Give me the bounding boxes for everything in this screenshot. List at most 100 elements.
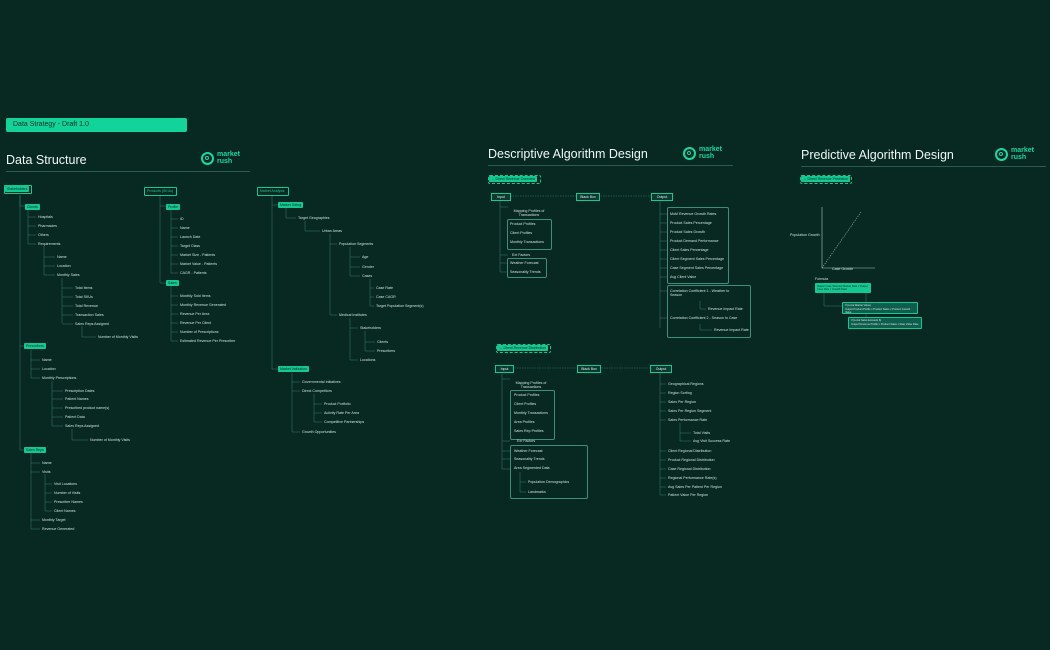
flow-node: MoM Revenue Growth Rates	[670, 212, 717, 216]
tree-node: Transaction Sales	[75, 313, 104, 317]
tree-node: Monthly Sales	[57, 273, 80, 277]
flow-node: Case Regional Distribution	[668, 467, 711, 471]
flow-node: Product Sales Percentage	[670, 221, 712, 225]
flow-node: Product Profiles	[510, 222, 536, 226]
tree-node: Medical Institutes	[339, 313, 367, 317]
flow-node: Avg Sales Per Patient Per Region	[668, 485, 722, 489]
input-group	[507, 258, 547, 278]
black-box-block[interactable]: Black Box	[577, 365, 601, 373]
tree-node: CAGR - Patients	[180, 271, 207, 275]
descriptive-divider	[488, 165, 733, 166]
tree-node: Prescribed product name(s)	[65, 406, 110, 410]
tree-node: Governmental Initiatives	[302, 380, 341, 384]
logo-word-2: rush	[699, 153, 715, 160]
flow-node: Avg Visit Success Rate	[693, 439, 731, 443]
flow-node: Monthly Transactions	[510, 240, 544, 244]
condition-text: Output Product Profile x Product Sales x…	[845, 308, 911, 314]
data-structure-divider	[6, 171, 250, 172]
market-rush-logo: market rush	[683, 146, 722, 160]
prescribers-node[interactable]: Prescribers	[24, 343, 46, 349]
logo-word-1: market	[217, 151, 240, 158]
output-block[interactable]: Output	[650, 365, 672, 373]
market-selection	[257, 187, 289, 196]
tree-node: Prescribers	[377, 349, 396, 353]
flow-node: Weather Forecast	[514, 449, 543, 453]
tree-node: Monthly Prescriptions	[42, 376, 77, 380]
revenue-overview-tag[interactable]: → Direct Revenue Overview	[489, 176, 538, 182]
condition-text: Output Revenue Profile x Product Sales x…	[851, 323, 919, 326]
tree-node: Case CAGR	[376, 295, 396, 299]
flow-node: Client Segment Sales Percentage	[670, 257, 724, 261]
flow-node: Revenue Impact Rate	[714, 328, 749, 332]
input-group	[510, 445, 588, 499]
products-selection	[144, 187, 177, 196]
flow-node: Geographical Regions	[668, 382, 704, 386]
tree-node: Revenue Generated	[42, 527, 75, 531]
tree-node: Market Value - Patients	[180, 262, 218, 266]
input-block[interactable]: Input	[495, 365, 514, 373]
tag-selection	[488, 175, 541, 184]
data-structure-title: Data Structure	[6, 153, 87, 167]
clients-node[interactable]: Clients	[25, 204, 40, 210]
sales-node[interactable]: Sales	[166, 280, 179, 286]
tree-node: Patient Names	[65, 397, 89, 401]
flow-node: Product Regional Distribution	[668, 458, 715, 462]
stakeholders-header[interactable]: Stakeholders	[5, 186, 30, 192]
flow-node: Correlation Coefficient 2 - Season to Ca…	[670, 316, 738, 320]
tree-node: Number of Prescriptions	[180, 330, 219, 334]
tree-node: Locations	[360, 358, 376, 362]
flow-node: Revenue Impact Rate	[708, 307, 743, 311]
black-box-block[interactable]: Black Box	[576, 193, 600, 201]
growth-trend-line	[821, 211, 862, 269]
input-block[interactable]: Input	[491, 193, 511, 201]
tree-node: Competitive Partnerships	[324, 420, 365, 424]
logo-icon	[683, 146, 696, 160]
tree-node: Visit Locations	[54, 482, 78, 486]
flow-node: Sales Per Region Segment	[668, 409, 712, 413]
flow-node: Mapping Profiles of Transactions	[515, 381, 547, 389]
market-analysis-header[interactable]: Market Analysis	[260, 189, 285, 193]
formula-block[interactable]: Output Case Selected Market Rate x Outpu…	[815, 283, 871, 293]
flow-node: Total Visits	[693, 431, 711, 435]
tree-node: Market Size - Patients	[180, 253, 216, 257]
tree-node: Target Class	[180, 244, 200, 248]
tree-node: Cases	[362, 274, 373, 278]
market-rush-logo: market rush	[995, 147, 1034, 161]
products-header[interactable]: Products (SKUs)	[147, 189, 174, 193]
flow-node: Ext Factors	[512, 253, 531, 257]
flow-node: Product Demand Performance	[670, 239, 719, 243]
tree-node: Product Portfolio	[324, 402, 351, 406]
sales-reps-node[interactable]: Sales Reps	[24, 447, 46, 453]
flow-node: Regional Performance Rate(s)	[668, 476, 717, 480]
tree-node: Location	[57, 264, 71, 268]
formula-label: Formula	[815, 277, 829, 281]
profile-node[interactable]: Profile	[166, 204, 180, 210]
tree-node: Patient Data	[65, 415, 85, 419]
x-axis-label: Case Growth	[832, 267, 853, 271]
flow-node: Product Sales Growth	[670, 230, 705, 234]
tree-node: Prescriber Names	[54, 500, 83, 504]
market-validation-node[interactable]: Market Validation	[278, 366, 309, 372]
tree-node: Visits	[42, 470, 51, 474]
logo-word-1: market	[1011, 147, 1034, 154]
tree-node: Requirements	[38, 242, 61, 246]
tree-node: Others	[38, 233, 49, 237]
condition-block[interactable]: If (Local Sales Exceeds $) Output Revenu…	[848, 317, 922, 329]
output-block[interactable]: Output	[651, 193, 673, 201]
tree-node: Revenue Per Area	[180, 312, 210, 316]
tree-node: Target Population Segment(s)	[376, 304, 424, 308]
flow-node: Client Profiles	[510, 231, 533, 235]
tree-node: Total Items	[75, 286, 93, 290]
tree-node: Location	[42, 367, 56, 371]
tree-node: Age	[362, 255, 369, 259]
tree-node: Urban Areas	[322, 229, 342, 233]
logo-icon	[201, 151, 214, 165]
revenue-prediction-tag[interactable]: → Direct Revenue Prediction	[801, 176, 851, 182]
tree-node: Monthly Target	[42, 518, 66, 522]
output-group	[667, 207, 729, 284]
market-sizing-node[interactable]: Market Sizing	[278, 202, 304, 208]
revenue-distribution-tag[interactable]: → Direct Revenue Distribution	[497, 345, 549, 351]
predictive-title: Predictive Algorithm Design	[801, 148, 954, 162]
condition-block[interactable]: If (Local Market Value) Output Product P…	[842, 302, 918, 314]
predictive-divider	[801, 166, 1046, 167]
